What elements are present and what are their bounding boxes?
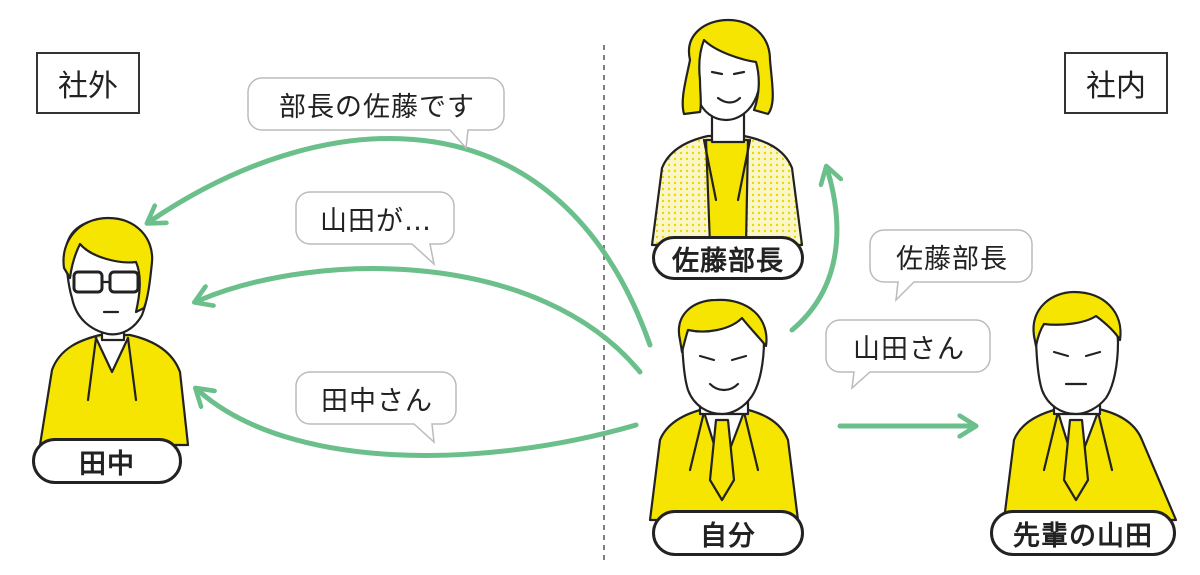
arrows	[152, 136, 970, 458]
bubble-yamada-ga	[295, 191, 455, 267]
name-tag-sato: 佐藤部長	[652, 236, 804, 280]
person-self	[648, 298, 800, 522]
arrow-to-sato	[789, 172, 837, 333]
person-tanaka	[38, 216, 190, 447]
bubble-text-sato-bucho: 佐藤部長	[896, 243, 1008, 275]
bubble-text-bucho-sato: 部長の佐藤です	[279, 91, 475, 123]
person-sato	[650, 18, 804, 247]
arrow-to-tanaka-mid	[200, 266, 643, 375]
arrow-to-tanaka-top	[152, 136, 653, 348]
outside-label: 社外	[36, 52, 140, 114]
arrow-to-tanaka-low	[200, 392, 639, 458]
bubble-sato-bucho	[869, 229, 1033, 303]
speech-bubbles	[247, 77, 1033, 444]
name-tag-yamada: 先輩の山田	[990, 510, 1176, 556]
bubble-text-yamada-san: 山田さん	[853, 333, 965, 365]
person-yamada	[1002, 290, 1178, 522]
name-tag-self: 自分	[652, 510, 804, 556]
bubble-yamada-san	[825, 319, 991, 390]
bubble-tanaka-san	[295, 371, 457, 444]
bubble-bucho-sato	[247, 77, 505, 150]
inside-label: 社内	[1064, 52, 1168, 114]
name-tag-tanaka: 田中	[32, 438, 182, 484]
bubble-text-yamada-ga: 山田が…	[320, 205, 432, 237]
bubble-text-tanaka-san: 田中さん	[321, 385, 433, 417]
